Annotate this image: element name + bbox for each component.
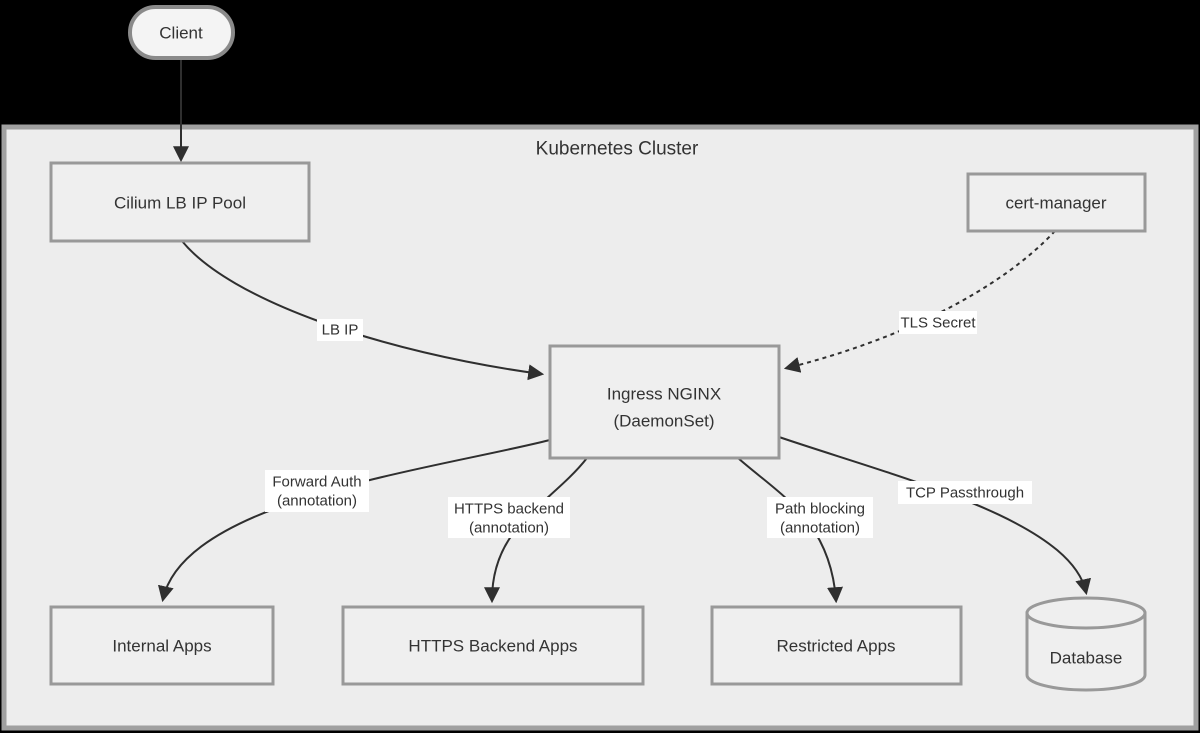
edge-label-tcp-passthrough: TCP Passthrough — [906, 485, 1024, 502]
database-cylinder-top — [1025, 596, 1147, 630]
node-cilium-lb-ip-pool — [49, 161, 311, 243]
edge-label-tls-secret-bg — [899, 311, 977, 334]
edge-label-path-blocking-line1: Path blocking — [775, 501, 865, 518]
node-internal-apps-label: Internal Apps — [112, 637, 211, 656]
node-database-label: Database — [1050, 649, 1123, 668]
edge-label-path-blocking-line2: (annotation) — [780, 520, 860, 537]
node-client-label: Client — [159, 24, 203, 43]
node-ingress-nginx-label-line2: (DaemonSet) — [613, 412, 714, 431]
node-restricted-apps-label: Restricted Apps — [776, 637, 895, 656]
node-ingress-nginx-label-line1: Ingress NGINX — [607, 385, 721, 404]
node-https-backend-apps — [341, 605, 645, 686]
edge-label-lb-ip-bg — [317, 319, 363, 341]
node-restricted-apps — [710, 605, 963, 686]
node-cert-manager — [966, 172, 1147, 233]
node-ingress-nginx — [548, 344, 781, 460]
edge-label-forward-auth-line2: (annotation) — [277, 493, 357, 510]
edge-label-tls-secret: TLS Secret — [900, 315, 976, 332]
edge-label-https-backend-line1: HTTPS backend — [454, 501, 564, 518]
edge-label-https-backend-line2: (annotation) — [469, 520, 549, 537]
cluster-title: Kubernetes Cluster — [536, 139, 699, 160]
node-cert-manager-label: cert-manager — [1005, 194, 1106, 213]
edge-label-forward-auth-bg — [265, 470, 369, 512]
node-database-cylinder: Database — [1025, 596, 1147, 692]
node-https-backend-apps-label: HTTPS Backend Apps — [408, 637, 577, 656]
edge-label-forward-auth-line1: Forward Auth — [272, 474, 361, 491]
edge-label-lb-ip: LB IP — [322, 322, 359, 339]
node-cilium-lb-ip-pool-label: Cilium LB IP Pool — [114, 194, 246, 213]
node-client — [128, 5, 235, 60]
edge-label-https-backend-bg — [448, 497, 570, 538]
database-cylinder-body — [1025, 611, 1147, 692]
node-internal-apps — [49, 605, 275, 686]
edge-label-path-blocking-bg — [767, 497, 873, 538]
edge-label-tcp-passthrough-bg — [898, 481, 1032, 504]
